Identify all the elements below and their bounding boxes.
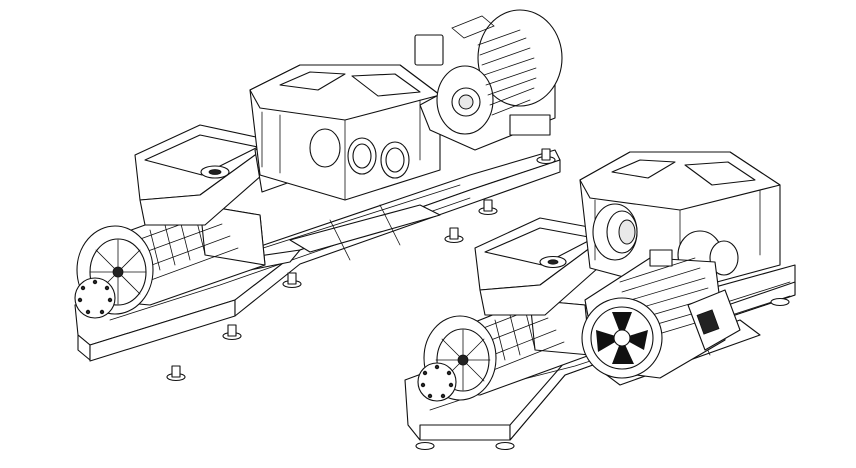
left-gearbox bbox=[249, 64, 441, 201]
left-end-cover bbox=[74, 277, 116, 319]
right-end-cover bbox=[417, 362, 457, 402]
assembly-left bbox=[74, 9, 563, 382]
right-hopper bbox=[474, 217, 606, 316]
left-leveling-feet bbox=[166, 148, 556, 382]
left-electric-motor bbox=[414, 9, 563, 151]
left-hopper bbox=[134, 124, 271, 226]
right-electric-motor bbox=[581, 249, 741, 379]
left-base-frame bbox=[74, 149, 561, 362]
assembly-right bbox=[404, 151, 796, 451]
right-leveling-feet bbox=[415, 297, 790, 451]
